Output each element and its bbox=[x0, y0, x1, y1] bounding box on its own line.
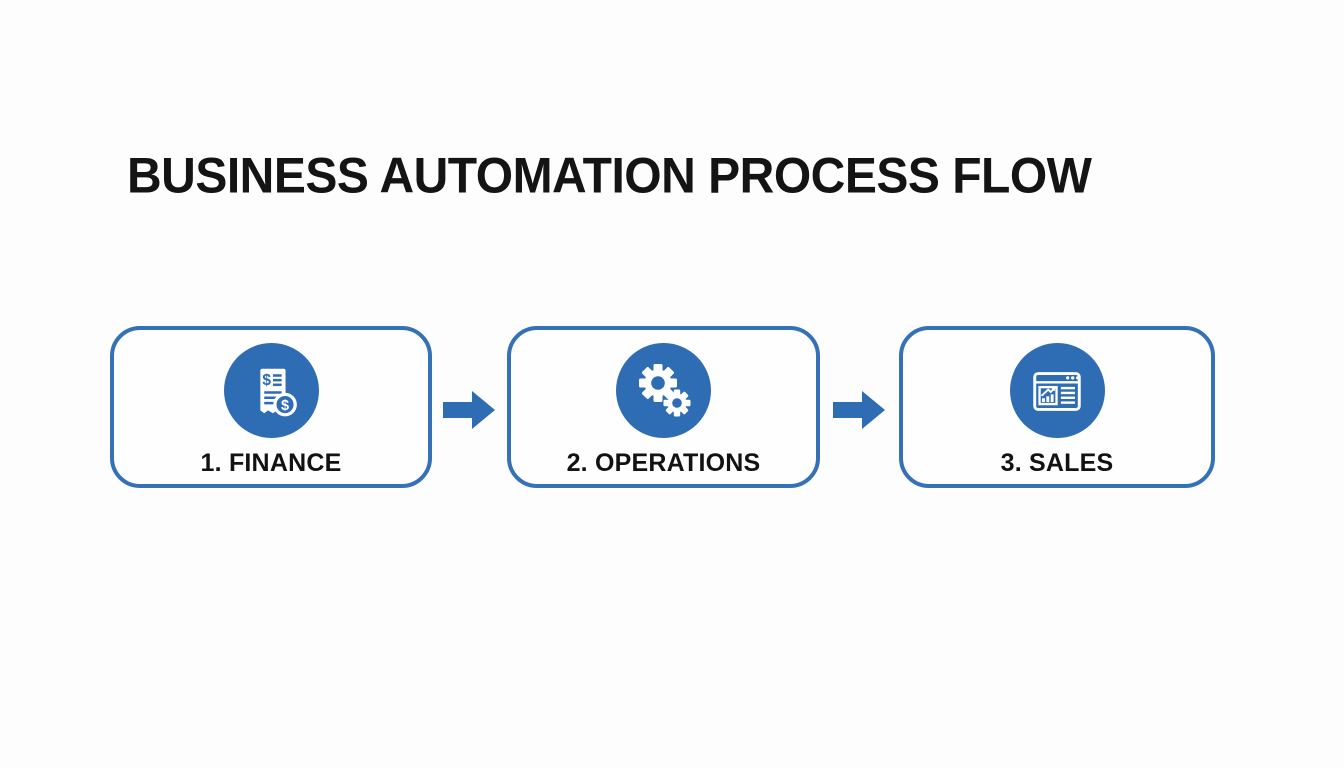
gears-icon bbox=[632, 359, 696, 423]
svg-text:$: $ bbox=[281, 397, 289, 413]
process-step-box-sales: 3. SALES bbox=[899, 326, 1215, 488]
step-icon-circle bbox=[616, 343, 711, 438]
step-label: 3. SALES bbox=[1000, 449, 1114, 477]
invoice-dollar-icon: $ $ bbox=[240, 360, 302, 422]
process-step-box-finance: $ $ 1. FINANCE bbox=[110, 326, 432, 488]
step-icon-circle: $ $ bbox=[223, 343, 319, 438]
arrow-right-icon bbox=[443, 388, 495, 432]
step-icon-circle bbox=[1009, 343, 1105, 438]
analytics-browser-icon bbox=[1026, 360, 1088, 422]
page-title: BUSINESS AUTOMATION PROCESS FLOW bbox=[127, 149, 1092, 205]
svg-text:$: $ bbox=[262, 372, 271, 389]
process-step-box-operations: 2. OPERATIONS bbox=[507, 326, 820, 488]
step-label: 1. FINANCE bbox=[200, 449, 342, 477]
step-label: 2. OPERATIONS bbox=[566, 449, 761, 477]
arrow-right-icon bbox=[833, 388, 885, 432]
